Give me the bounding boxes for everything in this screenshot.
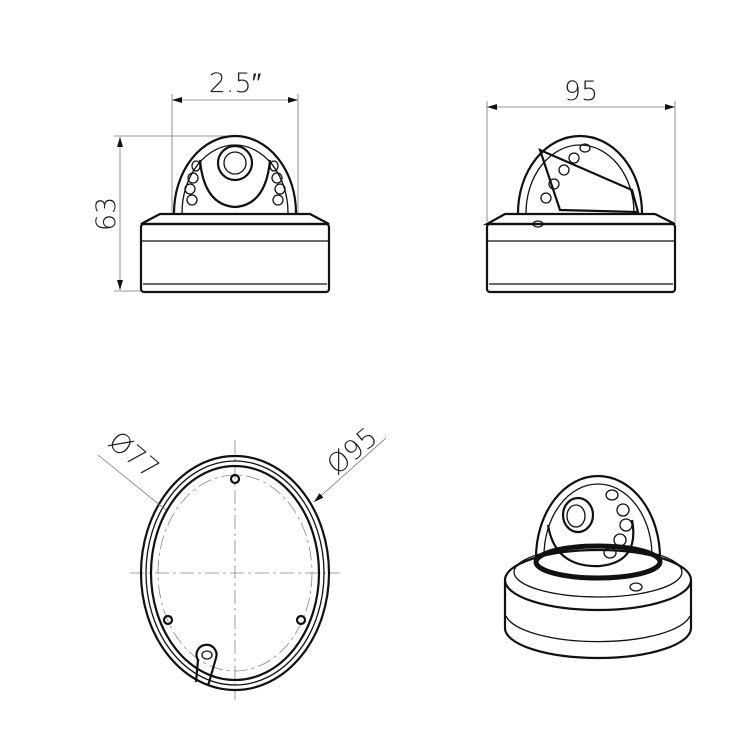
- side-view: 95: [482, 76, 677, 294]
- ir-leds: [540, 143, 591, 204]
- inner-diameter-label: Ø77: [102, 426, 165, 485]
- lens: [216, 144, 254, 182]
- front-height-label: 63: [91, 197, 122, 231]
- front-width-label: 2.5″: [209, 68, 262, 99]
- ir-leds: [603, 489, 633, 559]
- lens: [561, 496, 595, 534]
- bottom-view: Ø77 Ø95: [97, 422, 387, 700]
- front-view: 2.5″ 63: [91, 68, 331, 294]
- side-width-label: 95: [564, 76, 598, 107]
- perspective-view: [503, 474, 693, 660]
- outer-diameter-label: Ø95: [321, 422, 384, 481]
- ir-leds-right: [269, 160, 286, 206]
- ir-leds-left: [184, 160, 201, 206]
